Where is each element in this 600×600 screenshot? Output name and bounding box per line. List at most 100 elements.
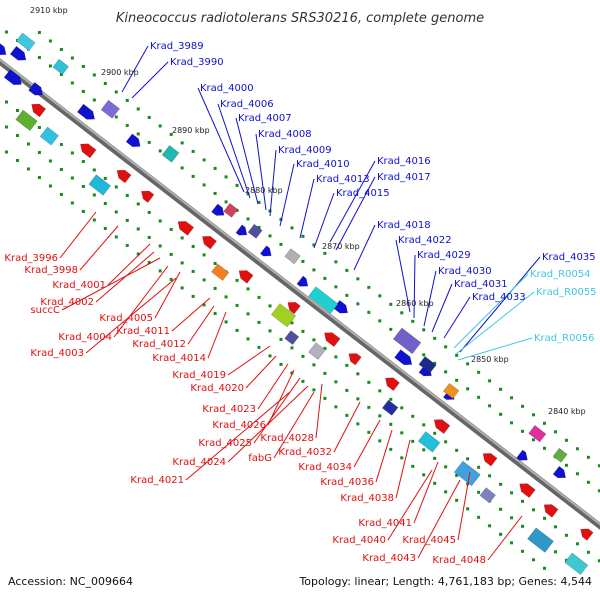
track-dot-3 [411, 439, 415, 443]
track-dot-3 [444, 465, 448, 469]
track-dot-3 [455, 473, 459, 477]
gene-box-7 [308, 286, 339, 314]
label-leaders [59, 45, 541, 561]
track-dot-3 [389, 422, 393, 426]
reverse-label-leader [387, 469, 433, 541]
track-dot-2 [81, 159, 85, 163]
track-dot-2 [169, 227, 173, 231]
track-dot-4 [400, 456, 404, 460]
reverse-label: Krad_4012 [132, 339, 186, 350]
track-dot-1 [268, 234, 272, 238]
forward-gene-1-shape [76, 103, 95, 120]
track-dot-0 [224, 175, 228, 179]
forward-gene-11 [516, 449, 528, 461]
track-dot-1 [191, 174, 195, 178]
track-dot-0 [543, 421, 546, 425]
reverse-label: Krad_4004 [58, 332, 112, 343]
track-dot-1 [224, 200, 228, 204]
track-dot-3 [356, 397, 360, 401]
reverse-gene-9-shape [348, 353, 362, 366]
forward-gene-8-shape [394, 349, 413, 366]
track-dot-3 [103, 201, 107, 205]
track-dot-2 [323, 346, 327, 350]
track-dot-3 [136, 227, 140, 231]
track-dot-2 [334, 355, 338, 359]
forward-label: Krad_4013 [316, 174, 370, 185]
gene-box-8-shape [392, 327, 422, 355]
track-dot-4 [510, 541, 514, 545]
track-dot-3 [422, 448, 426, 452]
track-dot-1 [37, 55, 41, 59]
reverse-label-leader [417, 479, 461, 559]
gene-box-23-shape [479, 487, 496, 504]
gene-box-24 [527, 527, 554, 553]
track-dot-2 [114, 185, 118, 189]
gene-box-21-shape [417, 431, 441, 453]
reverse-gene-5 [202, 235, 217, 250]
track-dot-4 [191, 294, 195, 298]
forward-gene-12-shape [552, 465, 566, 479]
track-dot-2 [312, 338, 316, 342]
track-dot-4 [279, 362, 283, 366]
gene-box-13 [15, 109, 38, 131]
forward-label-leader [197, 87, 245, 193]
track-dot-0 [37, 30, 41, 34]
forward-gene-1 [76, 103, 95, 120]
forward-gene-6-shape [296, 275, 309, 287]
accession-text: Accession: NC_009664 [8, 575, 133, 588]
reverse-gene-10 [385, 377, 400, 391]
track-dot-4 [345, 413, 349, 417]
track-dot-3 [553, 550, 557, 554]
reverse-label-leader [375, 429, 393, 483]
track-dot-2 [257, 295, 261, 299]
track-dot-2 [543, 516, 546, 520]
track-dot-4 [180, 286, 184, 290]
track-dot-1 [543, 446, 546, 450]
reverse-label-leader [413, 461, 439, 524]
track-dot-0 [553, 430, 557, 434]
reverse-label: Krad_4024 [172, 457, 226, 468]
reverse-gene-7-shape [287, 302, 301, 315]
track-dot-3 [202, 278, 206, 282]
track-dot-0 [400, 311, 404, 315]
track-dot-0 [378, 294, 382, 298]
reverse-label: Krad_4043 [362, 553, 416, 564]
position-marker: 2890 kbp [172, 126, 210, 135]
reverse-label: Krad_4014 [152, 353, 206, 364]
track-dot-0 [477, 370, 481, 374]
track-dot-4 [356, 422, 360, 426]
track-dot-0 [422, 328, 426, 332]
track-dot-4 [125, 243, 129, 247]
track-dot-3 [334, 380, 338, 384]
track-dot-2 [597, 559, 600, 563]
reverse-label-leader [154, 271, 181, 319]
track-dot-0 [158, 124, 162, 128]
gene-box-18-shape [284, 330, 300, 345]
track-dot-1 [345, 293, 349, 297]
track-dot-4 [323, 396, 327, 400]
track-dot-2 [70, 151, 74, 155]
reverse-gene-6 [238, 270, 254, 284]
track-dot-0 [246, 192, 250, 196]
track-dot-1 [125, 123, 129, 127]
track-dot-1 [521, 429, 525, 433]
track-dot-3 [15, 133, 19, 137]
track-dot-0 [59, 47, 63, 51]
track-dot-3 [477, 490, 481, 494]
track-dot-0 [488, 379, 492, 383]
reverse-gene-11-shape [433, 419, 451, 434]
reverse-label: Krad_4001 [52, 280, 106, 291]
track-dot-2 [246, 287, 250, 291]
gene-box-6-shape [284, 248, 301, 265]
track-dot-1 [158, 149, 162, 153]
track-dot-3 [169, 252, 173, 256]
forward-gene-3 [211, 203, 225, 216]
reverse-gene-8-shape [324, 332, 341, 347]
reverse-gene-14 [543, 504, 559, 518]
track-dot-0 [323, 251, 327, 255]
track-dot-3 [59, 167, 63, 171]
track-dot-2 [301, 329, 305, 333]
track-dot-4 [521, 549, 525, 553]
forward-label-leader [335, 176, 376, 251]
track-dot-0 [532, 413, 536, 417]
